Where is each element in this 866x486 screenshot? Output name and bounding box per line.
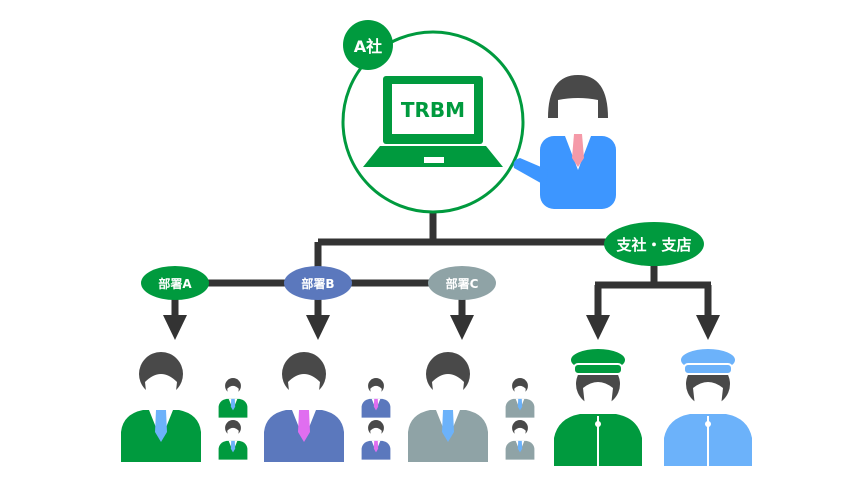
dept-label-a: 部署A bbox=[158, 276, 192, 291]
arrow-down-icon bbox=[586, 315, 610, 340]
system-label: TRBM bbox=[401, 98, 465, 122]
manager-icon bbox=[121, 352, 201, 462]
staff-icon bbox=[505, 420, 535, 460]
manager-icon bbox=[264, 352, 344, 462]
branch-staff-icon bbox=[664, 347, 752, 466]
staff-icon bbox=[505, 378, 535, 418]
company-badge bbox=[343, 20, 393, 70]
employee-groups bbox=[121, 347, 752, 466]
arrow-down-icon bbox=[696, 315, 720, 340]
branch-node: 支社・支店 bbox=[604, 222, 704, 266]
arrow-down-icon bbox=[306, 315, 330, 340]
dept-label-b: 部署B bbox=[301, 276, 334, 291]
staff-icon bbox=[218, 378, 248, 418]
branch-ellipse bbox=[604, 222, 704, 266]
laptop-icon bbox=[363, 76, 503, 167]
dept-node-c: 部署C bbox=[428, 266, 496, 300]
company-label: A社 bbox=[354, 37, 382, 56]
arrow-heads bbox=[163, 315, 720, 340]
branch-staff-icon bbox=[554, 347, 642, 466]
staff-icon bbox=[361, 378, 391, 418]
admin-person-icon bbox=[513, 75, 616, 209]
arrow-down-icon bbox=[450, 315, 474, 340]
dept-label-c: 部署C bbox=[446, 276, 479, 291]
dept-node-b: 部署B bbox=[284, 266, 352, 300]
staff-icon bbox=[361, 420, 391, 460]
branch-label: 支社・支店 bbox=[615, 236, 691, 254]
arrow-down-icon bbox=[163, 315, 187, 340]
dept-node-a: 部署A bbox=[141, 266, 209, 300]
staff-icon bbox=[218, 420, 248, 460]
company-node: A社 TRBM bbox=[341, 20, 525, 214]
manager-icon bbox=[408, 352, 488, 462]
